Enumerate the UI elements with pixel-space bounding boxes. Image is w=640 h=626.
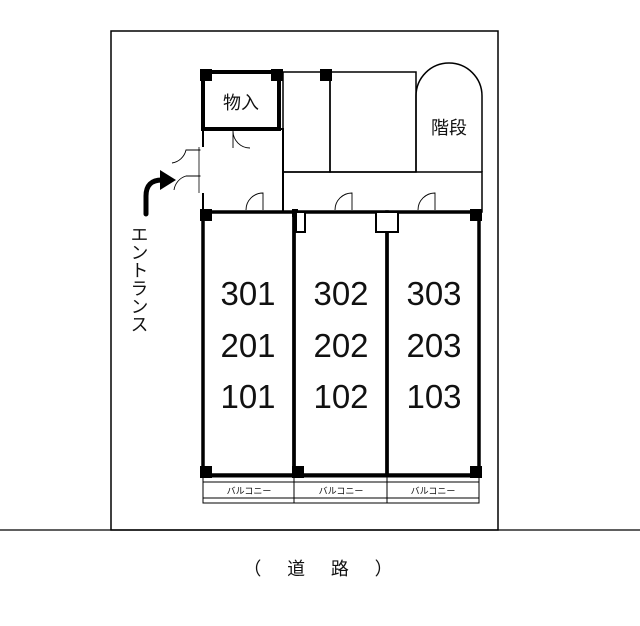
balconies <box>202 476 480 504</box>
shaft-2 <box>329 71 417 173</box>
corridor-door-1-icon <box>334 192 353 211</box>
corridor-door-2-icon <box>417 192 436 211</box>
unit-label: 203 <box>406 327 461 364</box>
unit-label: 302 <box>313 275 368 312</box>
entrance-door-icon <box>171 149 203 191</box>
unit-walls <box>201 210 481 477</box>
storage-label: 物入 <box>223 93 259 114</box>
corridor <box>282 171 483 213</box>
unit-labels: 301 201 101 302 202 102 303 203 103 <box>220 275 461 415</box>
entrance-arrow-head <box>160 170 176 190</box>
unit-label: 301 <box>220 275 275 312</box>
entry-vestibule <box>202 128 284 213</box>
stairs-label: 階段 <box>431 118 467 139</box>
unit-column-3 <box>385 210 481 477</box>
balcony-label: バルコニー <box>411 486 456 497</box>
shaft-1 <box>282 71 331 173</box>
storage-door-icon <box>232 130 251 149</box>
unit-label: 202 <box>313 327 368 364</box>
road-label: （ 道 路 ） <box>243 559 402 580</box>
pipe-shafts <box>295 211 399 233</box>
unit-label: 103 <box>406 378 461 415</box>
door-swings <box>171 130 436 211</box>
unit-label: 101 <box>220 378 275 415</box>
unit-label: 303 <box>406 275 461 312</box>
balcony-3 <box>386 476 480 504</box>
unit-label: 201 <box>220 327 275 364</box>
stair-hall <box>415 62 483 172</box>
balcony-label: バルコニー <box>319 486 364 497</box>
balcony-label: バルコニー <box>227 486 272 497</box>
entrance-label: エントランス <box>128 225 149 333</box>
unit-label: 102 <box>313 378 368 415</box>
entrance-arrow-icon <box>143 177 165 217</box>
vestibule-door-icon <box>245 192 264 211</box>
